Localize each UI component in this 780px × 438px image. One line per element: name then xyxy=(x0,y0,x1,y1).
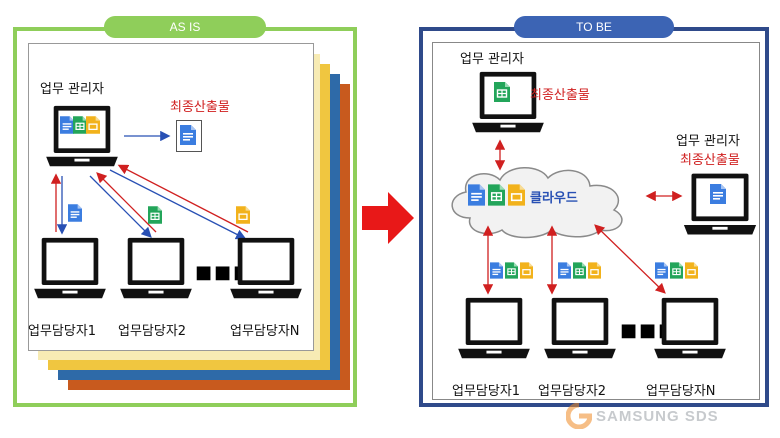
asis-worker1-label: 업무담당자1 xyxy=(28,324,97,339)
arrow-cloud-workerN xyxy=(594,224,666,294)
laptop-icon xyxy=(456,296,532,362)
tobe-worker1-label: 업무담당자1 xyxy=(452,384,521,399)
tobe-manager2-label: 업무 관리자 xyxy=(676,134,740,149)
watermark-logo-icon xyxy=(566,403,592,429)
watermark: SAMSUNG SDS xyxy=(566,400,774,432)
arrow-manager-to-workerN xyxy=(109,169,247,240)
asis-panel-inner xyxy=(28,43,314,351)
asis-final-output-label: 최종산출물 xyxy=(170,100,230,115)
tobe-manager-output: 최종산출물 xyxy=(530,88,590,103)
asis-title-pill: AS IS xyxy=(104,16,266,38)
slides-icon xyxy=(520,262,533,279)
tobe-title: TO BE xyxy=(576,20,612,34)
watermark-text: SAMSUNG SDS xyxy=(596,407,719,425)
laptop-icon xyxy=(542,296,618,362)
sheets-icon xyxy=(670,262,683,279)
sheets-icon xyxy=(573,262,586,279)
docs-icon xyxy=(558,262,571,279)
tobe-title-pill: TO BE xyxy=(514,16,674,38)
tobe-manager2-output: 최종산출물 xyxy=(680,153,740,168)
slides-icon xyxy=(588,262,601,279)
arrow-workerN-to-manager xyxy=(117,164,249,233)
asis-title: AS IS xyxy=(169,20,201,34)
docs-icon xyxy=(655,262,668,279)
slides-icon xyxy=(685,262,698,279)
asis-worker2-label: 업무담당자2 xyxy=(118,324,187,339)
big-red-arrow-icon xyxy=(362,192,414,244)
asis-manager-label: 업무 관리자 xyxy=(40,82,104,97)
arrow-worker2-to-manager xyxy=(96,172,157,233)
arrow-manager-to-worker2 xyxy=(89,175,152,238)
asis-workerN-label: 업무담당자N xyxy=(230,324,300,339)
tobe-worker2-label: 업무담당자2 xyxy=(538,384,607,399)
tobe-manager-label: 업무 관리자 xyxy=(460,52,524,67)
docs-icon xyxy=(490,262,503,279)
tobe-cloud-label: 클라우드 xyxy=(530,191,578,206)
tobe-workerN-label: 업무담당자N xyxy=(646,384,716,399)
laptop-icon xyxy=(652,296,728,362)
sheets-icon xyxy=(505,262,518,279)
